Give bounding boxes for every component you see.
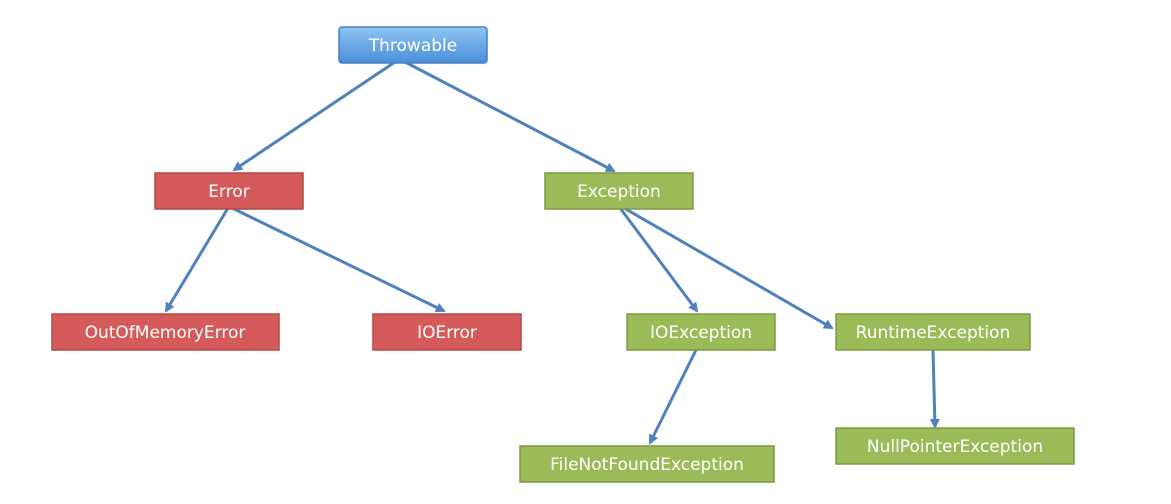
node-io-exception: IOException [626,313,776,351]
edge-exception-io-exception [618,207,699,313]
edge-runtime-exception-null-pointer-exception [929,349,940,429]
edge-io-exception-file-not-found-exception [648,349,698,445]
node-null-pointer-exception: NullPointerException [835,427,1075,465]
edges [164,60,940,445]
edge-throwable-error [232,60,396,172]
node-null-pointer-exception-label: NullPointerException [867,437,1043,457]
node-error-label: Error [208,182,249,202]
node-exception: Exception [544,172,694,210]
node-io-exception-label: IOException [650,323,752,343]
node-throwable-label: Throwable [368,36,457,56]
edge-error-io-error [231,206,446,313]
node-exception-label: Exception [577,182,661,202]
node-file-not-found-exception: FileNotFoundException [519,445,775,483]
node-out-of-memory-error: OutOfMemoryError [51,313,280,351]
node-file-not-found-exception-label: FileNotFoundException [550,455,744,475]
node-runtime-exception-label: RuntimeException [856,323,1011,343]
edge-exception-runtime-exception [623,206,834,330]
node-io-error: IOError [372,313,522,351]
node-runtime-exception: RuntimeException [835,313,1031,351]
node-out-of-memory-error-label: OutOfMemoryError [85,323,246,343]
node-io-error-label: IOError [417,323,477,343]
node-error: Error [154,172,304,210]
node-throwable: Throwable [338,26,488,64]
edge-throwable-exception [404,60,616,173]
edge-error-out-of-memory-error [164,207,230,313]
